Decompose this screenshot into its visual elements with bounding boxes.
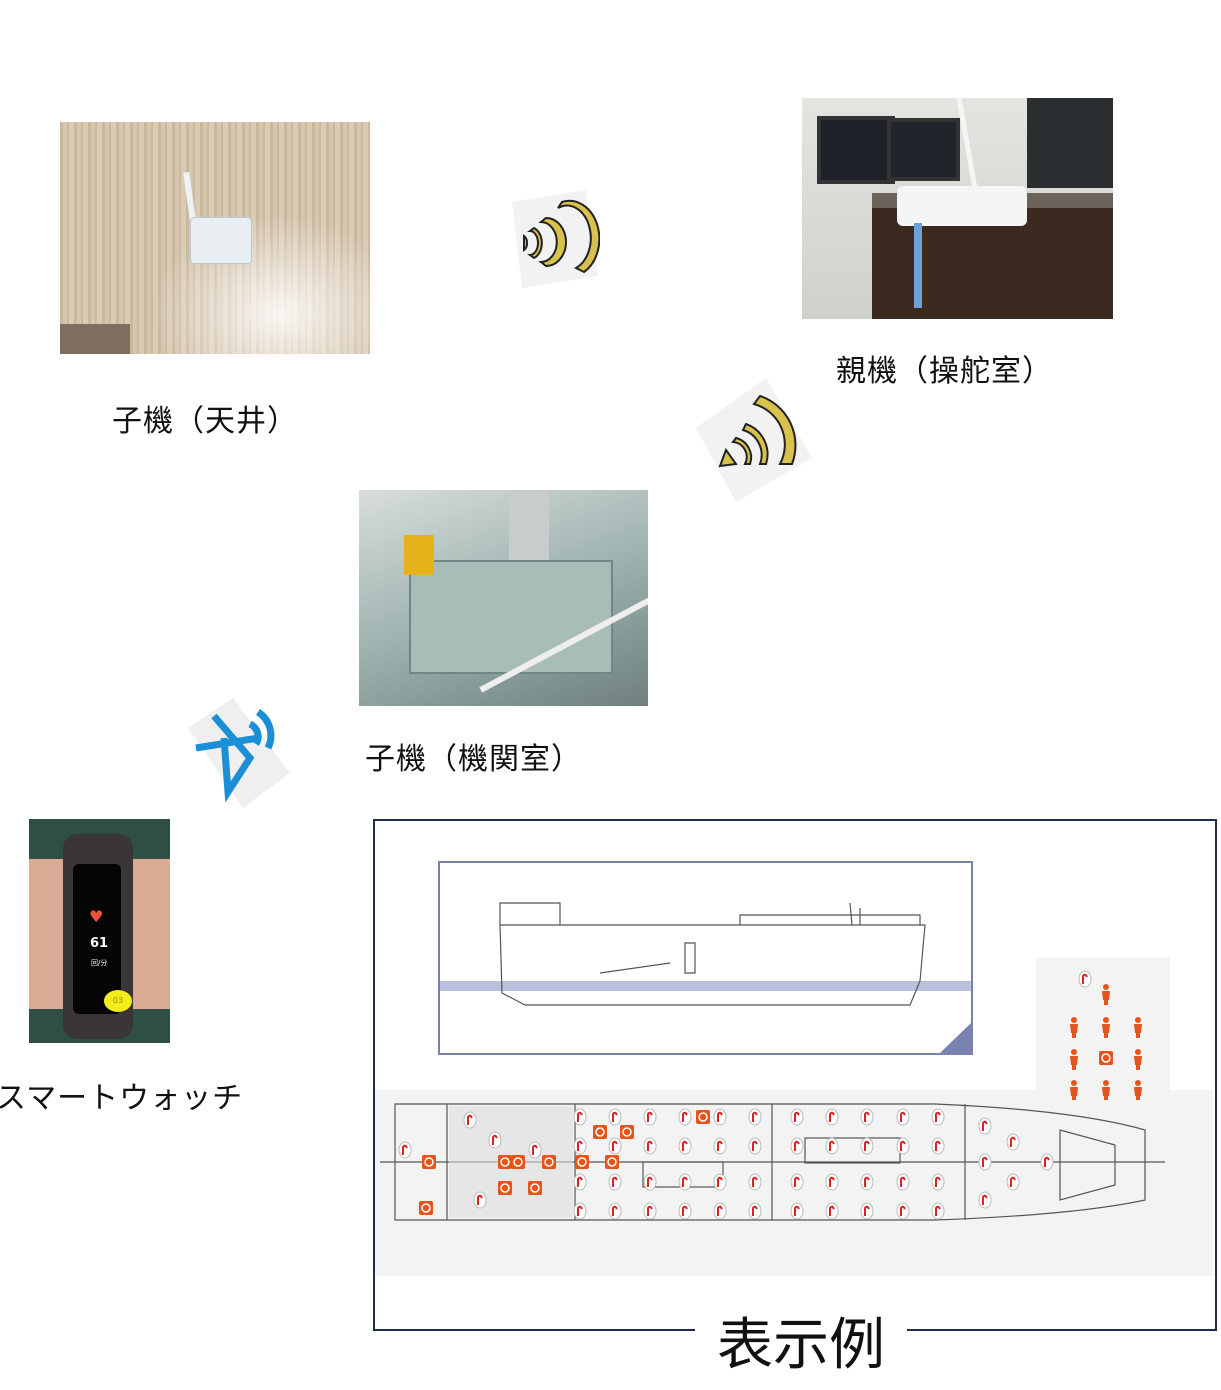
smartwatch-label: スマートウォッチ — [0, 1081, 244, 1116]
crew-figure-icon — [1102, 1017, 1110, 1038]
person-marker — [573, 1173, 587, 1191]
person-marker — [573, 1137, 587, 1155]
person-marker — [748, 1108, 762, 1126]
person-marker — [643, 1108, 657, 1126]
alert-marker — [620, 1125, 634, 1139]
person-marker — [825, 1108, 839, 1126]
person-marker — [643, 1173, 657, 1191]
person-marker — [398, 1141, 412, 1159]
crew-figure-icon — [1102, 1080, 1110, 1101]
person-marker — [608, 1173, 622, 1191]
heart-rate-unit: 回/分 — [91, 959, 108, 967]
person-marker — [860, 1173, 874, 1191]
person-marker — [713, 1202, 727, 1220]
crew-figure-icon — [1070, 1080, 1078, 1101]
crew-figure-icon — [1102, 984, 1110, 1005]
person-marker — [678, 1202, 692, 1220]
person-marker — [608, 1137, 622, 1155]
crew-figure-icon — [1070, 1049, 1078, 1070]
heart-rate-value: 61 — [90, 936, 109, 951]
watch-id-tag: 03 — [104, 990, 132, 1012]
bridge-unit-label: 親機（操舵室） — [836, 354, 1053, 389]
alert-marker — [511, 1155, 525, 1169]
person-marker — [643, 1202, 657, 1220]
alert-marker — [575, 1155, 589, 1169]
alert-marker — [498, 1155, 512, 1169]
ship-deck-plan — [375, 1090, 1213, 1276]
bluetooth-icon — [188, 698, 290, 808]
person-marker — [860, 1202, 874, 1220]
engine-unit-label: 子機（機関室） — [365, 742, 582, 777]
person-marker — [1006, 1173, 1020, 1191]
person-marker — [931, 1173, 945, 1191]
person-marker — [1040, 1153, 1054, 1171]
crew-figure-icon — [1134, 1017, 1142, 1038]
alert-marker — [422, 1155, 436, 1169]
person-marker — [528, 1141, 542, 1159]
alert-marker — [528, 1181, 542, 1195]
person-marker — [931, 1137, 945, 1155]
person-marker — [896, 1108, 910, 1126]
person-marker — [713, 1173, 727, 1191]
person-marker — [790, 1108, 804, 1126]
ceiling-unit-label: 子機（天井） — [112, 404, 298, 439]
person-marker — [978, 1191, 992, 1209]
person-marker — [678, 1173, 692, 1191]
person-marker — [978, 1153, 992, 1171]
alert-marker — [605, 1155, 619, 1169]
person-marker — [860, 1108, 874, 1126]
wifi-signal-icon — [512, 190, 600, 288]
person-marker — [678, 1137, 692, 1155]
person-marker — [748, 1202, 762, 1220]
person-marker — [931, 1202, 945, 1220]
person-marker — [790, 1202, 804, 1220]
person-marker — [573, 1202, 587, 1220]
alert-marker — [1099, 1051, 1113, 1065]
person-marker — [860, 1137, 874, 1155]
wifi-signal-icon — [696, 378, 812, 502]
person-marker — [488, 1131, 502, 1149]
person-marker — [1078, 970, 1092, 988]
engine-room-unit-photo — [359, 490, 648, 706]
person-marker — [825, 1137, 839, 1155]
person-marker — [463, 1111, 477, 1129]
heart-icon: ♥ — [89, 907, 104, 926]
alert-marker — [696, 1110, 710, 1124]
person-marker — [643, 1137, 657, 1155]
person-marker — [896, 1173, 910, 1191]
alert-marker — [419, 1201, 433, 1215]
person-marker — [713, 1108, 727, 1126]
alert-marker — [593, 1125, 607, 1139]
crew-figure-icon — [1070, 1017, 1078, 1038]
alert-marker — [542, 1155, 556, 1169]
person-marker — [825, 1202, 839, 1220]
ceiling-unit-photo — [60, 122, 370, 354]
person-marker — [473, 1191, 487, 1209]
ship-side-view — [438, 861, 973, 1055]
person-marker — [790, 1173, 804, 1191]
person-marker — [713, 1137, 727, 1155]
person-marker — [896, 1202, 910, 1220]
person-marker — [573, 1108, 587, 1126]
bridge-master-unit-photo — [802, 98, 1113, 319]
person-marker — [748, 1173, 762, 1191]
smartwatch-photo: ♥ 61 回/分 03 — [29, 819, 170, 1043]
person-marker — [1006, 1133, 1020, 1151]
person-marker — [825, 1173, 839, 1191]
person-marker — [978, 1117, 992, 1135]
crew-figure-icon — [1134, 1080, 1142, 1101]
person-marker — [608, 1108, 622, 1126]
person-marker — [748, 1137, 762, 1155]
alert-marker — [498, 1181, 512, 1195]
legend-panel — [1036, 957, 1170, 1101]
crew-figure-icon — [1134, 1049, 1142, 1070]
person-marker — [608, 1202, 622, 1220]
person-marker — [931, 1108, 945, 1126]
display-example-caption: 表示例 — [695, 1300, 907, 1381]
person-marker — [678, 1108, 692, 1126]
person-marker — [896, 1137, 910, 1155]
person-marker — [790, 1137, 804, 1155]
